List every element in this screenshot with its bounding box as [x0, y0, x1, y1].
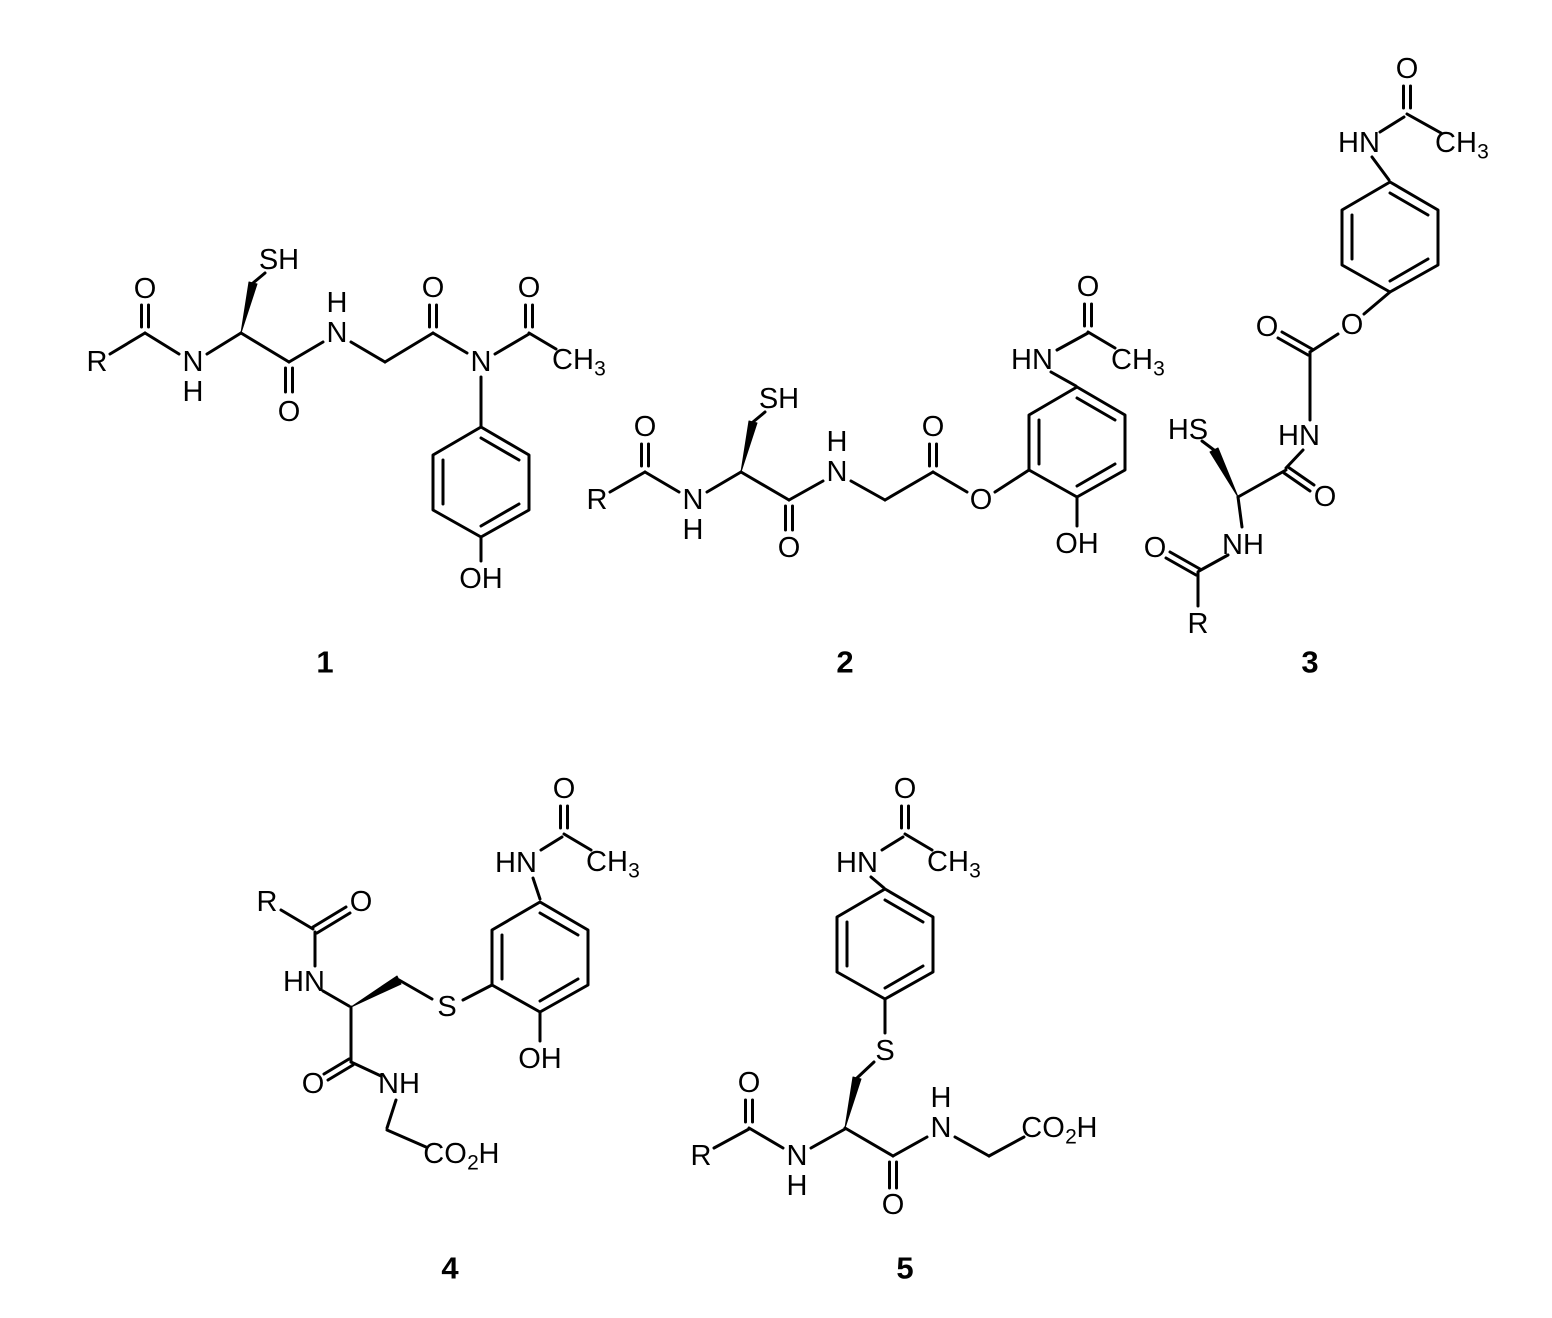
oxygen-label: O	[134, 273, 157, 305]
stereo-wedge-bond	[1209, 447, 1239, 498]
ester-oxygen-label: O	[970, 484, 993, 516]
structure-number: 1	[316, 645, 333, 680]
r-group-label: R	[587, 484, 608, 516]
oxygen-label: O	[1256, 311, 1279, 343]
structure-number: 2	[836, 645, 853, 680]
carboxyl-label: CO	[423, 1138, 467, 1170]
hydrogen-label: H	[827, 426, 848, 458]
sulfur-label: S	[875, 1035, 894, 1067]
nitrogen-label: N	[827, 456, 848, 488]
oxygen-label: O	[778, 532, 801, 564]
methyl-subscript: 3	[1153, 358, 1165, 381]
nitrogen-label: N	[787, 1140, 808, 1172]
oxygen-label: O	[1314, 481, 1337, 513]
oxygen-label: O	[894, 773, 917, 805]
structure-number: 3	[1301, 645, 1318, 680]
nitrogen-label: N	[931, 1112, 952, 1144]
hydrogen-label: H	[327, 287, 348, 319]
hydrogen-label: H	[683, 514, 704, 546]
oxygen-label: O	[634, 411, 657, 443]
methyl-label: CH	[586, 846, 628, 878]
benzene-ring	[490, 900, 590, 1014]
oxygen-label: O	[1077, 271, 1100, 303]
r-group-label: R	[87, 346, 108, 378]
benzene-ring	[1340, 180, 1440, 294]
methyl-label: CH	[927, 846, 969, 878]
benzene-ring	[1027, 385, 1127, 499]
structure-1: R O N H SH O N H O N O CH 3 OH 1	[87, 244, 606, 680]
structure-number: 4	[441, 1251, 459, 1286]
stereo-wedge-bond	[740, 420, 758, 473]
hydrogen-label: H	[931, 1082, 952, 1114]
methyl-label: CH	[1111, 344, 1153, 376]
carboxyl-h-label: H	[1077, 1112, 1098, 1144]
oxygen-label: O	[1144, 532, 1167, 564]
stereo-wedge-bond	[240, 281, 258, 334]
thiol-label: SH	[759, 383, 799, 415]
oxygen-label: O	[422, 272, 445, 304]
oxygen-label: O	[350, 886, 373, 918]
oxygen-label: O	[738, 1067, 761, 1099]
amide-hn-label: HN	[836, 847, 878, 879]
nitrogen-label: N	[183, 346, 204, 378]
r-group-label: R	[691, 1140, 712, 1172]
methyl-label: CH	[552, 344, 594, 376]
methyl-subscript: 3	[594, 358, 606, 381]
stereo-wedge-bond	[844, 1076, 862, 1129]
nitrogen-label: N	[471, 346, 492, 378]
stereo-wedge-bond	[350, 975, 402, 1008]
hydroxyl-label: OH	[518, 1043, 562, 1075]
nitrogen-label: N	[683, 484, 704, 516]
oxygen-label: O	[882, 1189, 905, 1221]
oxygen-label: O	[1396, 53, 1419, 85]
hydroxyl-label: OH	[459, 563, 503, 595]
structure-2: R O N H SH O N H O O OH HN O CH 3 2	[587, 271, 1165, 680]
hydrogen-label: H	[183, 376, 204, 408]
amide-hn-label: HN	[1011, 344, 1053, 376]
amide-nh-label: NH	[1222, 529, 1264, 561]
benzene-ring	[835, 887, 935, 1001]
r-group-label: R	[1188, 608, 1209, 640]
amide-hn-label: HN	[495, 847, 537, 879]
amide-nh-label: NH	[378, 1068, 420, 1100]
carboxyl-subscript: 2	[467, 1152, 479, 1175]
thiol-label: HS	[1168, 414, 1208, 446]
hydroxyl-label: OH	[1055, 528, 1099, 560]
oxygen-label: O	[302, 1068, 325, 1100]
carboxyl-h-label: H	[479, 1138, 500, 1170]
nitrogen-label: N	[327, 317, 348, 349]
carboxyl-subscript: 2	[1065, 1126, 1077, 1149]
methyl-subscript: 3	[1477, 141, 1489, 164]
amide-hn-label: HN	[1278, 420, 1320, 452]
oxygen-label: O	[518, 272, 541, 304]
r-group-label: R	[257, 886, 278, 918]
structure-4: O HN CH 3 OH S HN R O O NH CO 2 H 4	[257, 773, 640, 1286]
amide-hn-label: HN	[1338, 127, 1380, 159]
benzene-ring	[431, 425, 531, 539]
structure-3: O HN CH 3 O O HN O HS NH O R 3	[1144, 53, 1489, 680]
methyl-subscript: 3	[628, 860, 640, 883]
carboxyl-label: CO	[1021, 1112, 1065, 1144]
ester-oxygen-label: O	[1341, 309, 1364, 341]
thiol-label: SH	[259, 244, 299, 276]
hydrogen-label: H	[787, 1170, 808, 1202]
structure-number: 5	[896, 1251, 913, 1286]
amide-hn-label: HN	[283, 966, 325, 998]
sulfur-label: S	[437, 991, 456, 1023]
structure-5: O HN CH 3 S O R N H O N H CO 2 H 5	[691, 773, 1098, 1286]
oxygen-label: O	[553, 773, 576, 805]
methyl-subscript: 3	[969, 860, 981, 883]
oxygen-label: O	[278, 396, 301, 428]
methyl-label: CH	[1435, 127, 1477, 159]
oxygen-label: O	[922, 411, 945, 443]
